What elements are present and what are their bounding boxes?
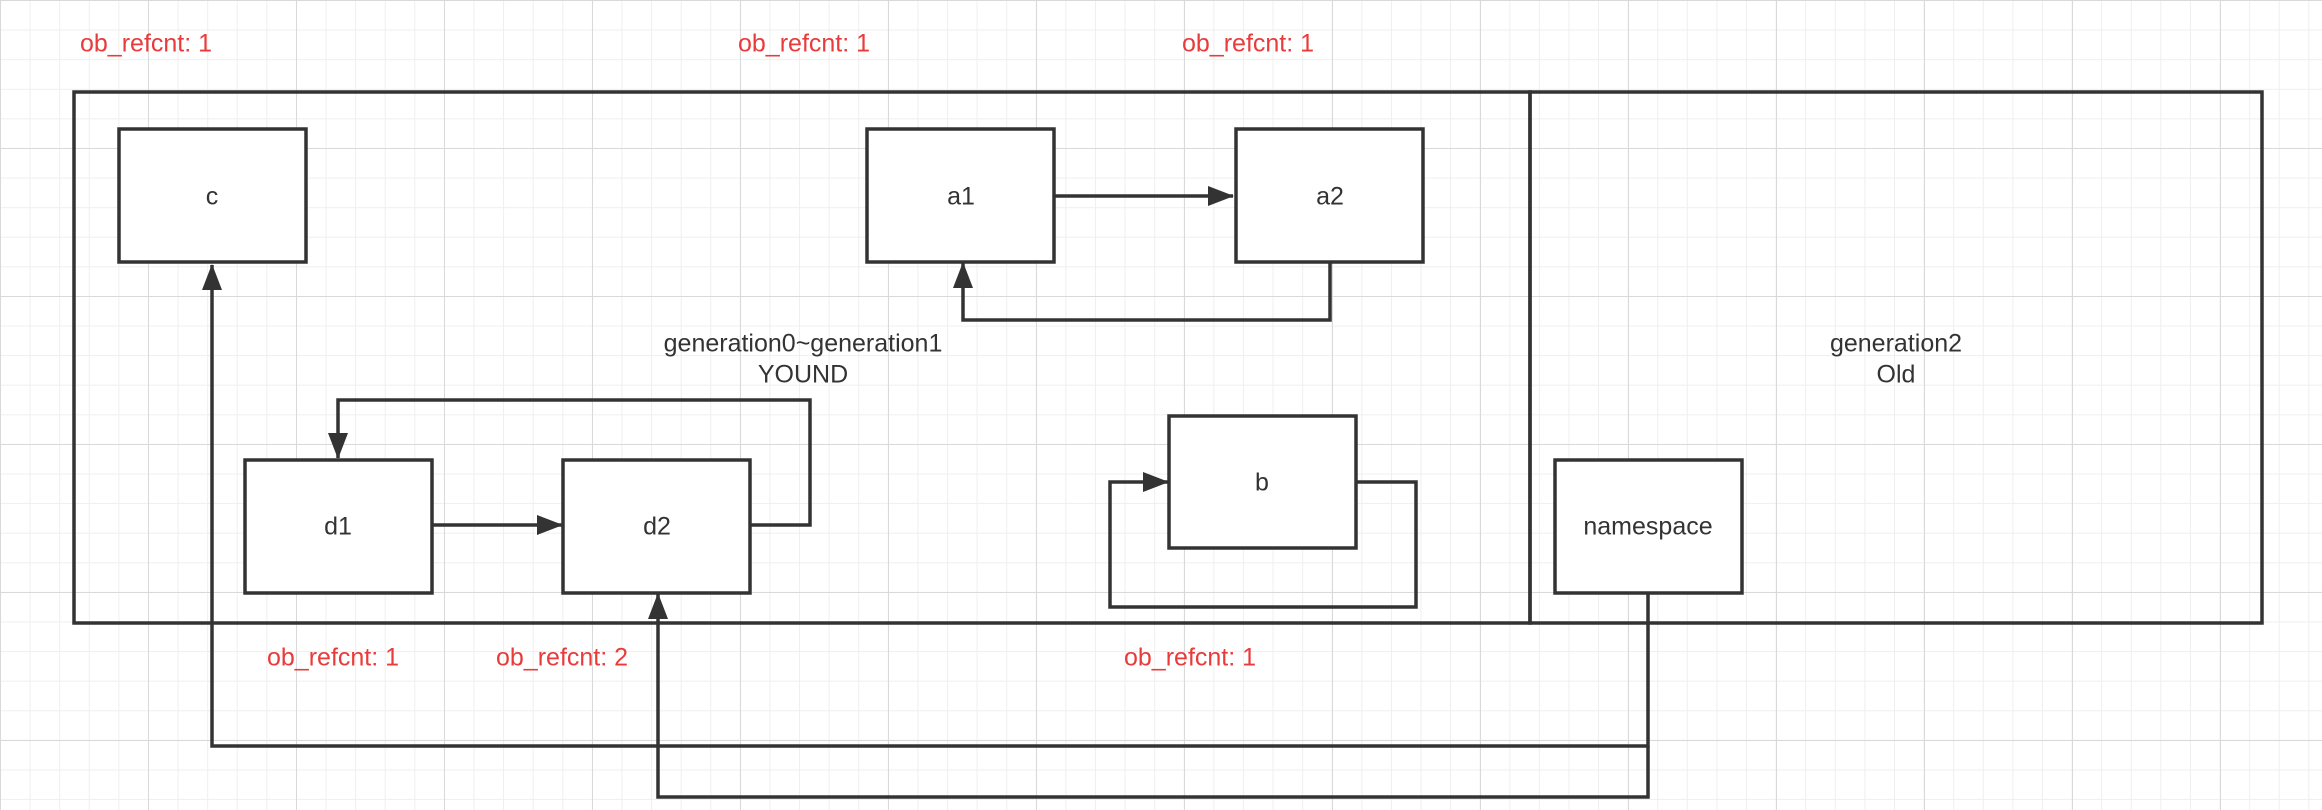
edge-namespace-to-d2 <box>648 593 1650 799</box>
refcount-b: ob_refcnt: 1 <box>1124 644 1256 672</box>
node-namespace-label: namespace <box>1583 513 1712 541</box>
edge-namespace-to-c <box>202 264 1650 748</box>
node-d2-label: d2 <box>643 513 671 541</box>
young-region-title: generation0~generation1 <box>664 330 943 358</box>
node-a2-label: a2 <box>1316 183 1344 211</box>
node-d1 <box>243 458 434 595</box>
node-namespace <box>1553 458 1744 595</box>
edge-a2-to-a1 <box>953 262 1332 322</box>
node-a1 <box>865 127 1056 264</box>
refcount-a2: ob_refcnt: 1 <box>1182 30 1314 58</box>
node-d1-label: d1 <box>324 513 352 541</box>
node-a1-label: a1 <box>947 183 975 211</box>
node-c-label: c <box>206 183 219 211</box>
node-d2 <box>561 458 752 595</box>
node-c <box>117 127 308 264</box>
node-a2 <box>1234 127 1425 264</box>
refcount-d2: ob_refcnt: 2 <box>496 644 628 672</box>
edge-d2-to-d1 <box>328 398 812 527</box>
old-region-title: generation2 <box>1830 330 1962 358</box>
refcount-c: ob_refcnt: 1 <box>80 30 212 58</box>
node-b-label: b <box>1255 469 1269 497</box>
old-generation-region <box>1528 90 2264 625</box>
old-region-subtitle: Old <box>1877 361 1916 389</box>
young-region-subtitle: YOUND <box>758 361 848 389</box>
edge-b-self-loop <box>1108 472 1418 609</box>
refcount-d1: ob_refcnt: 1 <box>267 644 399 672</box>
refcount-a1: ob_refcnt: 1 <box>738 30 870 58</box>
node-b <box>1167 414 1358 550</box>
